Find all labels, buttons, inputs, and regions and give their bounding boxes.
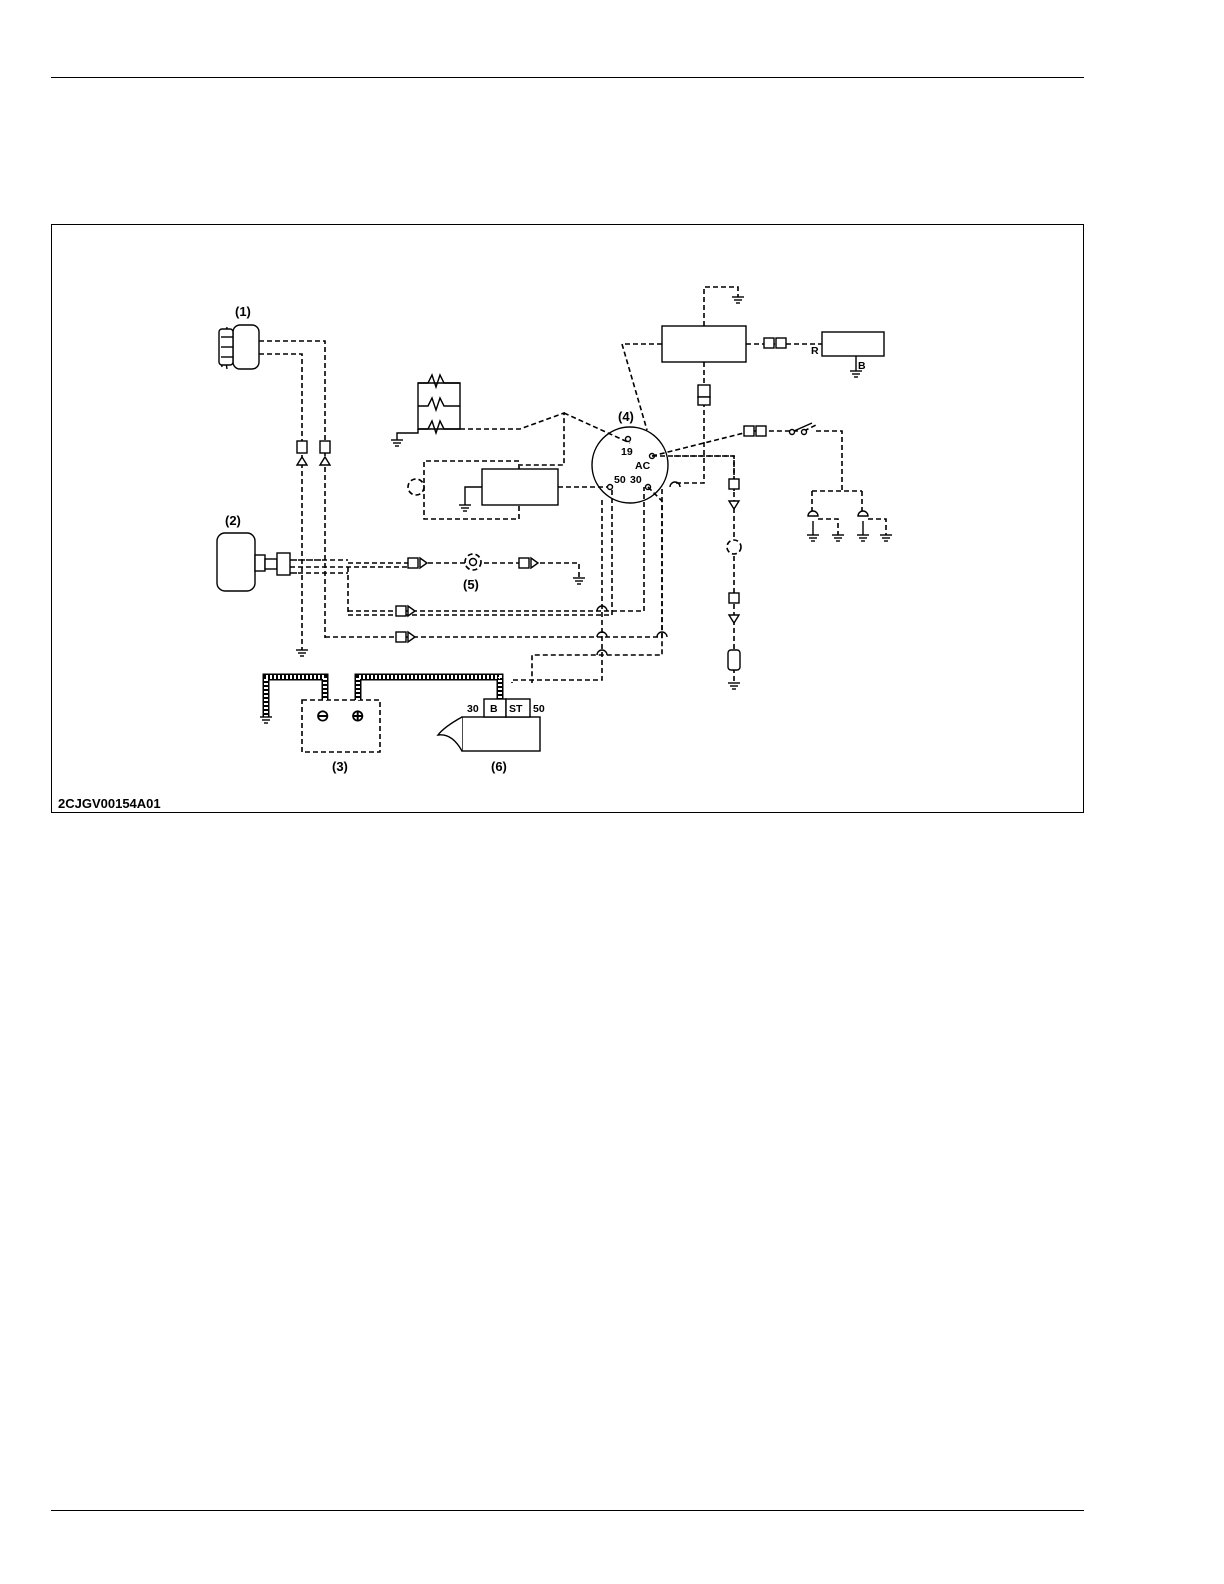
key-switch — [592, 427, 668, 503]
glow-plug-resistors — [391, 375, 460, 446]
terminal-b: B — [858, 360, 866, 372]
terminal-r: R — [811, 345, 819, 357]
return-connectors — [396, 606, 415, 642]
starter-terminal-50: 50 — [533, 703, 545, 715]
ground-icon — [573, 578, 585, 584]
alternator — [219, 325, 259, 369]
callout-6: (6) — [491, 759, 507, 774]
wiring-diagram-figure: (1) (2) (5) — [51, 224, 1084, 813]
upper-controller — [622, 287, 746, 483]
switch-terminal-30: 30 — [630, 474, 642, 486]
right-component-box — [822, 332, 884, 377]
callout-3: (3) — [332, 759, 348, 774]
footer-rule — [51, 1510, 1084, 1511]
header-rule — [51, 77, 1084, 78]
ground-icon — [296, 650, 308, 656]
callout-2: (2) — [225, 513, 241, 528]
right-connector — [764, 338, 786, 348]
battery-positive: ⊕ — [351, 708, 364, 725]
indicator-lamp-5 — [465, 554, 481, 570]
engine-component — [217, 533, 290, 591]
callout-4: (4) — [618, 409, 634, 424]
controller-box — [408, 461, 558, 519]
alternator-connectors — [297, 441, 330, 465]
starter-terminal-b: B — [490, 703, 498, 715]
starter-motor — [438, 699, 540, 751]
switch-terminal-50: 50 — [614, 474, 626, 486]
figure-code: 2CJGV00154A01 — [58, 796, 161, 811]
wiring-diagram-svg: (1) (2) (5) — [52, 225, 1085, 814]
starter-terminal-st: ST — [509, 703, 523, 715]
lamp-circuit — [744, 423, 892, 541]
callout-5: (5) — [463, 577, 479, 592]
starter-terminal-30: 30 — [467, 703, 479, 715]
switch-terminal-19: 19 — [621, 446, 633, 458]
switch-terminal-ac: AC — [635, 460, 651, 472]
callout-1: (1) — [235, 304, 251, 319]
battery-negative: ⊖ — [316, 708, 329, 725]
